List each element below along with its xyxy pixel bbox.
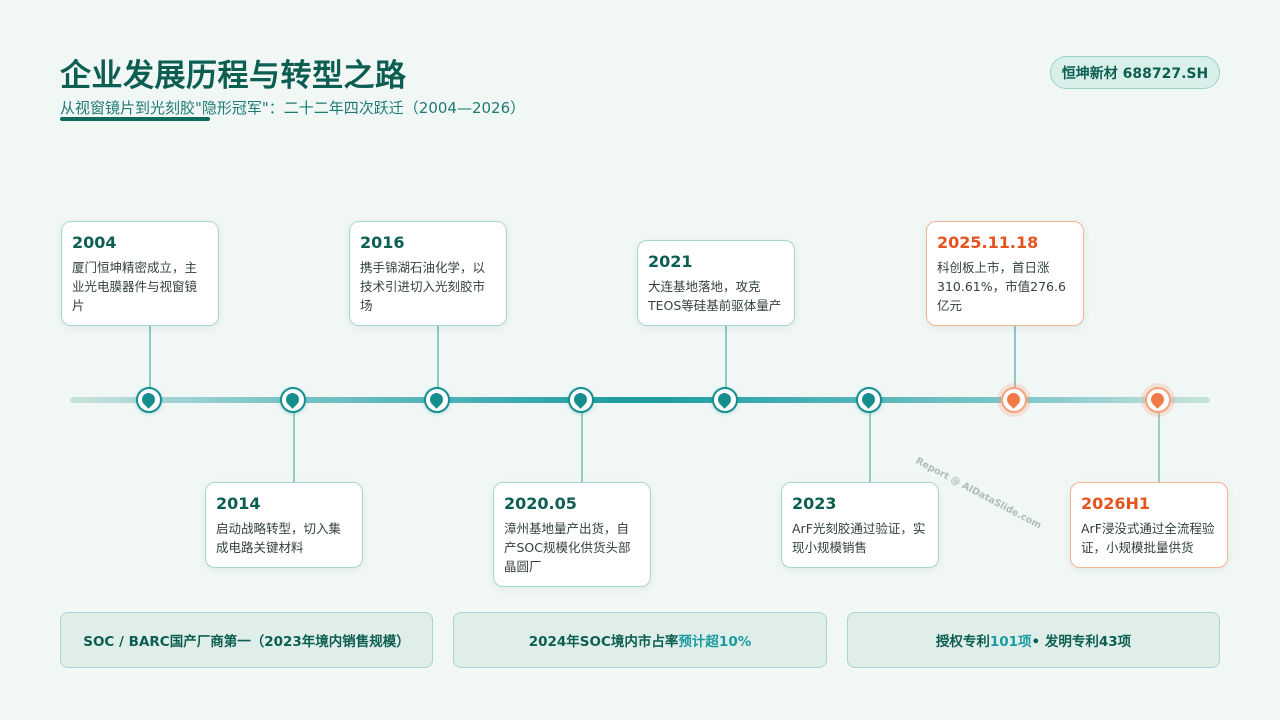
connector-2004 bbox=[149, 325, 151, 400]
subtitle-underline bbox=[60, 117, 210, 121]
milestone-text: 厦门恒坤精密成立，主业光电膜器件与视窗镜片 bbox=[72, 260, 198, 313]
timeline-node-2026 bbox=[1145, 387, 1171, 413]
connector-2014 bbox=[293, 400, 295, 483]
stat-box-market-share: 2024年SOC境内市占率预计超10% bbox=[453, 612, 827, 668]
page-subtitle: 从视窗镜片到光刻胶"隐形冠军"：二十二年四次跃迁（2004—2026） bbox=[60, 99, 526, 117]
milestone-year: 2025.11.18 bbox=[937, 233, 1039, 252]
milestone-text: ArF浸没式通过全流程验证，小规模批量供货 bbox=[1081, 521, 1215, 555]
milestone-card-2004: 2004 厦门恒坤精密成立，主业光电膜器件与视窗镜片 bbox=[61, 221, 219, 326]
milestone-card-2016: 2016 携手锦湖石油化学，以技术引进切入光刻胶市场 bbox=[349, 221, 507, 326]
connector-2026 bbox=[1158, 400, 1160, 483]
milestone-text: 启动战略转型，切入集成电路关键材料 bbox=[216, 521, 342, 555]
stat-highlight: 101项 bbox=[989, 634, 1032, 650]
timeline-node-2025 bbox=[1001, 387, 1027, 413]
timeline-node-2016 bbox=[424, 387, 450, 413]
milestone-year: 2020.05 bbox=[504, 494, 577, 513]
stat-highlight: 预计超10% bbox=[678, 634, 752, 650]
connector-2025 bbox=[1014, 325, 1016, 400]
stat-text-after: • 发明专利43项 bbox=[1031, 634, 1132, 650]
timeline-node-2023 bbox=[856, 387, 882, 413]
connector-2021 bbox=[725, 325, 727, 400]
timeline-node-2021 bbox=[712, 387, 738, 413]
connector-2023 bbox=[869, 400, 871, 483]
page-title: 企业发展历程与转型之路 bbox=[60, 58, 407, 94]
timeline-node-2020 bbox=[568, 387, 594, 413]
milestone-text: 科创板上市，首日涨310.61%，市值276.6亿元 bbox=[937, 260, 1066, 313]
stat-text: SOC / BARC国产厂商第一（2023年境内销售规模） bbox=[83, 634, 410, 650]
milestone-card-2021: 2021 大连基地落地，攻克TEOS等硅基前驱体量产 bbox=[637, 240, 795, 326]
milestone-year: 2023 bbox=[792, 494, 837, 513]
timeline-node-2014 bbox=[280, 387, 306, 413]
milestone-text: 携手锦湖石油化学，以技术引进切入光刻胶市场 bbox=[360, 260, 486, 313]
stat-text: 2024年SOC境内市占率 bbox=[528, 634, 679, 650]
milestone-card-2014: 2014 启动战略转型，切入集成电路关键材料 bbox=[205, 482, 363, 568]
milestone-card-2023: 2023 ArF光刻胶通过验证，实现小规模销售 bbox=[781, 482, 939, 568]
stat-text: 授权专利 bbox=[935, 634, 990, 650]
milestone-year: 2016 bbox=[360, 233, 405, 252]
milestone-text: 大连基地落地，攻克TEOS等硅基前驱体量产 bbox=[648, 279, 782, 313]
milestone-text: 漳州基地量产出货，自产SOC规模化供货头部晶圆厂 bbox=[504, 521, 631, 574]
milestone-year: 2014 bbox=[216, 494, 261, 513]
milestone-year: 2021 bbox=[648, 252, 693, 271]
milestone-year: 2004 bbox=[72, 233, 117, 252]
milestone-card-2020: 2020.05 漳州基地量产出货，自产SOC规模化供货头部晶圆厂 bbox=[493, 482, 651, 587]
milestone-card-2026: 2026H1 ArF浸没式通过全流程验证，小规模批量供货 bbox=[1070, 482, 1228, 568]
ticker-badge: 恒坤新材 688727.SH bbox=[1050, 56, 1220, 89]
connector-2016 bbox=[437, 325, 439, 400]
timeline-node-2004 bbox=[136, 387, 162, 413]
connector-2020 bbox=[581, 400, 583, 483]
stat-box-ranking: SOC / BARC国产厂商第一（2023年境内销售规模） bbox=[60, 612, 433, 668]
timeline-axis bbox=[70, 397, 1210, 403]
milestone-year: 2026H1 bbox=[1081, 494, 1151, 513]
milestone-text: ArF光刻胶通过验证，实现小规模销售 bbox=[792, 521, 926, 555]
milestone-card-2025: 2025.11.18 科创板上市，首日涨310.61%，市值276.6亿元 bbox=[926, 221, 1084, 326]
